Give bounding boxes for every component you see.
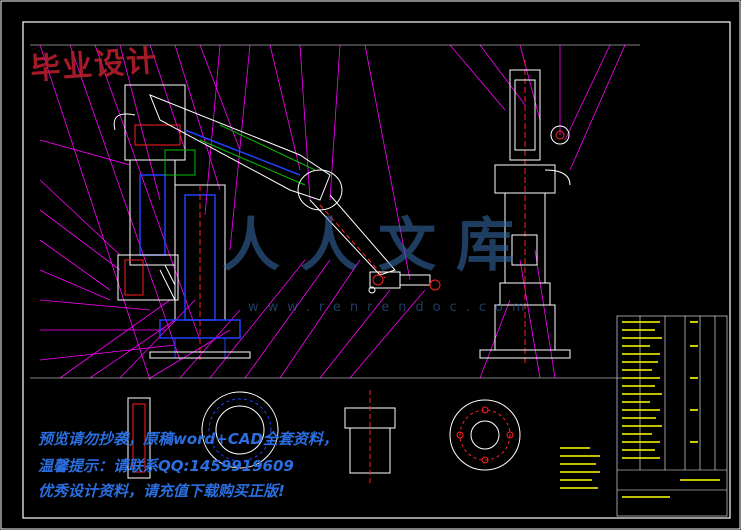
side-view xyxy=(479,60,571,365)
parts-list-rows xyxy=(622,321,720,498)
watermark-logo: 人人文库 xyxy=(222,211,535,279)
front-view-manipulator xyxy=(113,84,441,360)
technical-notes xyxy=(560,447,600,489)
notice-line-3: 优秀设计资料，请充值下载购买正版! xyxy=(38,482,285,500)
detail-views xyxy=(127,390,521,485)
parts-list-table xyxy=(616,315,728,517)
notice-line-1: 预览请勿抄袭，原稿word+CAD全套资料， xyxy=(38,430,338,448)
leader-lines-top xyxy=(39,44,626,381)
notice-line-2: 温馨提示：请联系QQ:1459919609 xyxy=(38,457,294,475)
top-number-row xyxy=(30,44,640,379)
watermark-url: www.renrendoc.com xyxy=(248,300,534,315)
drawing-frame xyxy=(22,21,731,519)
thesis-stamp: 毕业设计 xyxy=(29,43,160,88)
